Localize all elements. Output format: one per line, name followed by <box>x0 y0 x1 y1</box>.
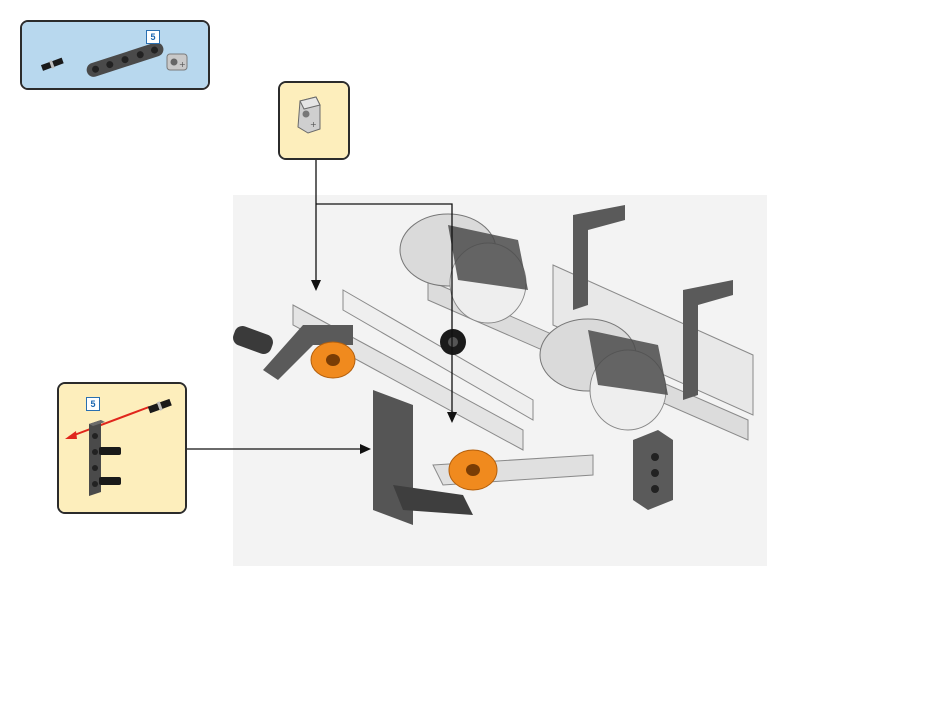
pin-count-badge: 5 <box>86 397 100 411</box>
orange-wheel-upper <box>311 342 355 378</box>
beam-count-badge: 5 <box>146 30 160 44</box>
connector-part-icon: + <box>298 97 320 133</box>
svg-text:+: + <box>179 60 186 69</box>
front-post <box>633 430 673 510</box>
parts-list-panel: + 5 <box>20 20 210 90</box>
cross-block-icon: + <box>167 54 187 70</box>
callout-connector-graphic: + <box>280 83 350 160</box>
model-graphic <box>233 195 767 566</box>
orange-wheel-lower <box>449 450 497 490</box>
gear-icon <box>440 329 466 355</box>
callout-connector-panel: + <box>278 81 350 160</box>
parts-list-graphic: + <box>22 22 210 90</box>
robot-base-model <box>233 195 767 566</box>
svg-text:+: + <box>310 120 317 129</box>
callout-beam-pins-panel: 5 <box>57 382 187 514</box>
callout-beam-pins-graphic <box>59 384 187 514</box>
